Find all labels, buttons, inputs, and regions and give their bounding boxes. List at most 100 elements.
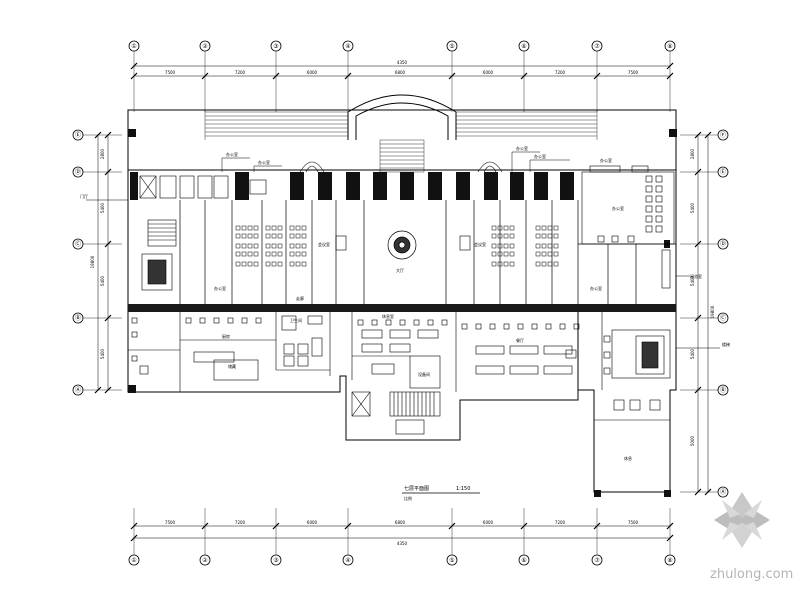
svg-text:Ⓑ: Ⓑ bbox=[75, 314, 81, 322]
dim-bottom-seg-3: 6000 bbox=[307, 520, 318, 525]
dim-left-seg-2: 5400 bbox=[100, 202, 105, 213]
label-right-office: 办公室 bbox=[612, 205, 624, 211]
svg-text:Ⓒ: Ⓒ bbox=[75, 240, 81, 248]
podiums bbox=[335, 235, 471, 251]
axis-bubble-top-6: ⑥ bbox=[518, 40, 530, 52]
axis-bubble-top-2: ② bbox=[199, 40, 211, 52]
axis-bubble-top-3: ③ bbox=[270, 40, 282, 52]
label-dining: 餐厅 bbox=[516, 337, 524, 343]
axis-bubble-right-3: Ⓓ bbox=[717, 238, 729, 250]
svg-text:⑤: ⑤ bbox=[449, 557, 454, 564]
svg-text:①: ① bbox=[131, 43, 136, 50]
dim-top-seg-4: 6800 bbox=[395, 70, 406, 75]
svg-text:④: ④ bbox=[345, 43, 350, 50]
left-service-core bbox=[139, 175, 267, 291]
dim-right-seg-1: 2800 bbox=[690, 148, 695, 159]
svg-text:⑧: ⑧ bbox=[667, 557, 672, 564]
central-round-hall-icon bbox=[387, 230, 417, 260]
svg-text:Ⓓ: Ⓓ bbox=[720, 240, 726, 248]
dimension-right bbox=[694, 131, 712, 496]
dim-right-seg-5: 5000 bbox=[690, 435, 695, 446]
seating-grid-left bbox=[235, 225, 307, 267]
title-block: 七层平面图 1:150 比例 bbox=[402, 485, 480, 501]
axis-bubble-top-5: ⑤ bbox=[446, 40, 458, 52]
svg-text:③: ③ bbox=[273, 43, 278, 50]
label-equipment: 设备间 bbox=[418, 371, 430, 377]
columns-top-row bbox=[128, 129, 677, 497]
dim-top-seg-1: 7500 bbox=[165, 70, 176, 75]
svg-text:②: ② bbox=[202, 557, 208, 564]
dim-left-total: 19800 bbox=[90, 255, 95, 268]
label-tag-4: 办公室 bbox=[534, 153, 546, 159]
svg-text:Ⓔ: Ⓔ bbox=[720, 168, 726, 176]
label-office-a: 办公室 bbox=[214, 285, 226, 291]
svg-text:⑦: ⑦ bbox=[594, 557, 600, 564]
dim-bottom-seg-6: 7200 bbox=[555, 520, 566, 525]
axis-bubble-bottom-8: ⑧ bbox=[664, 554, 676, 566]
label-right-note: 楼梯 bbox=[722, 341, 730, 347]
dim-right-total: 19800 bbox=[710, 305, 715, 318]
corridor-band bbox=[128, 304, 676, 312]
axis-bubble-top-7: ⑦ bbox=[591, 40, 603, 52]
label-lounge: 休息室 bbox=[382, 313, 394, 319]
dim-top-seg-5: 6000 bbox=[483, 70, 494, 75]
svg-text:⑧: ⑧ bbox=[667, 43, 672, 50]
svg-text:Ⓓ: Ⓓ bbox=[75, 168, 81, 176]
drawing-scale: 1:150 bbox=[456, 486, 470, 492]
dimension-left bbox=[94, 131, 112, 394]
svg-text:Ⓑ: Ⓑ bbox=[720, 386, 726, 394]
axis-bubbles-bottom: ① ② ③ ④ ⑤ ⑥ ⑦ ⑧ bbox=[128, 554, 676, 566]
axis-bubbles-top: ① ② ③ ④ ⑤ ⑥ ⑦ ⑧ bbox=[128, 40, 676, 52]
dim-left-seg-3: 5400 bbox=[100, 275, 105, 286]
dim-right-seg-3: 5400 bbox=[690, 275, 695, 286]
dim-bottom-total: 4350 bbox=[397, 541, 408, 546]
svg-text:Ⓕ: Ⓕ bbox=[720, 131, 726, 139]
axis-bubble-top-1: ① bbox=[128, 40, 140, 52]
axis-bubble-left-4: Ⓑ bbox=[72, 312, 84, 324]
drawing-title: 七层平面图 bbox=[404, 485, 429, 492]
watermark-text: zhulong.com bbox=[710, 567, 793, 582]
svg-text:②: ② bbox=[202, 43, 208, 50]
axis-bubble-right-6: Ⓐ bbox=[717, 486, 729, 498]
label-meeting-b: 会议室 bbox=[474, 241, 486, 247]
lower-left-rooms bbox=[128, 312, 331, 392]
svg-text:⑥: ⑥ bbox=[521, 43, 526, 50]
drawing-subtitle: 比例 bbox=[404, 495, 412, 501]
label-restroom: 卫生间 bbox=[290, 317, 302, 323]
label-tag-2: 办公室 bbox=[258, 159, 270, 165]
axis-bubbles-right: Ⓕ Ⓔ Ⓓ Ⓒ Ⓑ Ⓐ bbox=[717, 129, 729, 498]
dim-right-seg-2: 5400 bbox=[690, 202, 695, 213]
dim-left-seg-4: 5400 bbox=[100, 348, 105, 359]
lower-center-rooms bbox=[351, 312, 457, 435]
svg-text:④: ④ bbox=[345, 557, 350, 564]
label-hall-center: 大厅 bbox=[396, 267, 404, 273]
axis-bubbles-left: Ⓔ Ⓓ Ⓒ Ⓑ Ⓐ bbox=[72, 129, 84, 396]
dim-bottom-seg-5: 6000 bbox=[483, 520, 494, 525]
svg-text:⑦: ⑦ bbox=[594, 43, 600, 50]
axis-bubble-bottom-7: ⑦ bbox=[591, 554, 603, 566]
axis-bubble-right-4: Ⓒ bbox=[717, 312, 729, 324]
dim-right-seg-4: 5400 bbox=[690, 348, 695, 359]
dim-bottom-seg-1: 7500 bbox=[165, 520, 176, 525]
axis-bubble-bottom-4: ④ bbox=[342, 554, 354, 566]
axis-bubble-left-5: Ⓐ bbox=[72, 384, 84, 396]
dining-area bbox=[461, 312, 671, 421]
axis-bubble-top-4: ④ bbox=[342, 40, 354, 52]
building-outline bbox=[127, 94, 677, 493]
axis-bubble-left-1: Ⓔ bbox=[72, 129, 84, 141]
svg-text:⑤: ⑤ bbox=[449, 43, 454, 50]
dim-bottom-seg-7: 7500 bbox=[628, 520, 639, 525]
label-tag-3: 办公室 bbox=[516, 145, 528, 151]
label-kitchen: 厨房 bbox=[222, 333, 230, 339]
axis-bubble-top-8: ⑧ bbox=[664, 40, 676, 52]
axis-bubble-left-2: Ⓓ bbox=[72, 166, 84, 178]
axis-bubble-bottom-1: ① bbox=[128, 554, 140, 566]
label-office-b: 办公室 bbox=[590, 285, 602, 291]
dim-top-seg-6: 7200 bbox=[555, 70, 566, 75]
label-left-note: 门厅 bbox=[80, 193, 88, 199]
label-meeting-a: 会议室 bbox=[318, 241, 330, 247]
dim-left-seg-1: 2800 bbox=[100, 148, 105, 159]
seating-grid-right bbox=[491, 225, 559, 267]
svg-text:①: ① bbox=[131, 557, 136, 564]
